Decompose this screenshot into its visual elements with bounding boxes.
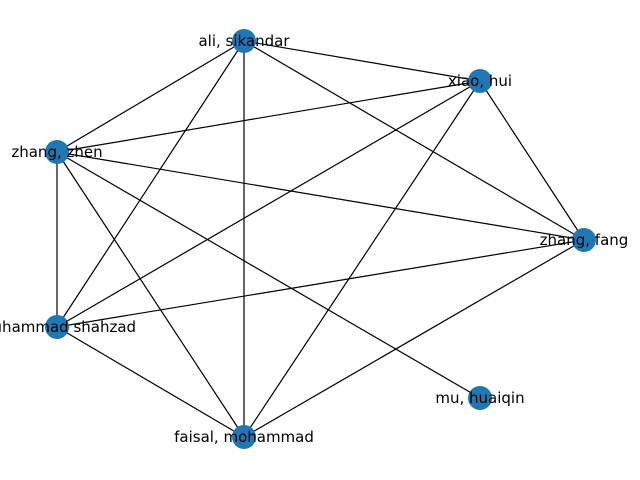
nodes-layer <box>45 29 596 449</box>
edge-shahzad-faisal <box>56 326 245 438</box>
node-label-ali: ali, sikandar <box>198 32 290 50</box>
edge-ali-zhen <box>56 40 245 153</box>
node-label-xiao: xiao, hui <box>448 72 512 90</box>
node-label-shahzad: muhammad shahzad <box>0 318 136 336</box>
node-ali <box>232 29 256 53</box>
edges-layer <box>56 40 585 438</box>
node-faisal <box>232 425 256 449</box>
edge-xiao-shahzad <box>56 80 481 328</box>
edge-zhen-faisal <box>56 151 245 438</box>
node-zhen <box>45 140 69 164</box>
node-fang <box>572 228 596 252</box>
edge-xiao-fang <box>479 80 585 241</box>
edge-ali-shahzad <box>56 40 245 328</box>
node-xiao <box>468 69 492 93</box>
node-shahzad <box>45 315 69 339</box>
edge-fang-shahzad <box>56 239 585 328</box>
node-mu <box>468 386 492 410</box>
node-label-fang: zhang, fang <box>540 231 629 249</box>
edge-fang-faisal <box>243 239 585 438</box>
edge-ali-fang <box>243 40 585 241</box>
labels-layer: ali, sikandar xiao, hui zhang, zhen zhang, … <box>0 32 628 446</box>
node-label-faisal: faisal, mohammad <box>174 428 314 446</box>
edge-xiao-faisal <box>243 80 481 438</box>
edge-zhen-mu <box>56 151 481 399</box>
edge-zhen-fang <box>56 151 585 241</box>
node-label-zhen: zhang, zhen <box>11 143 102 161</box>
edge-ali-xiao <box>243 40 481 82</box>
node-label-mu: mu, huaiqin <box>435 389 524 407</box>
edge-xiao-zhen <box>56 80 481 153</box>
